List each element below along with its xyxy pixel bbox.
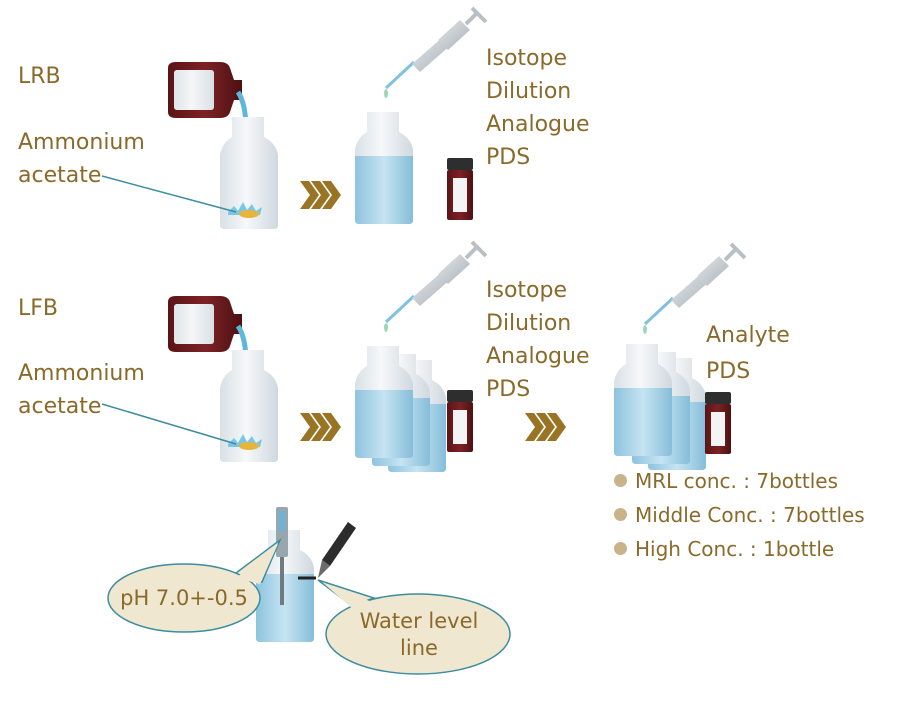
marker-pen-icon	[318, 522, 356, 578]
lfb-reagent-bottle-icon	[168, 296, 242, 352]
lfb-reagent-label-2: acetate	[18, 394, 102, 419]
analyte-bottle-group-icon	[614, 344, 706, 470]
lfb-salt	[239, 442, 259, 450]
bullet-icon	[614, 474, 627, 487]
lfb-reagent-leader	[101, 403, 237, 445]
lfb-spike-label-2: Dilution	[486, 311, 572, 336]
concentration-item: MRL conc. : 7bottles	[614, 469, 838, 493]
lrb-reagent-label-2: acetate	[18, 163, 102, 188]
lrb-label: LRB	[18, 64, 61, 89]
water-level-callout	[317, 579, 511, 675]
lrb-spike-label-3: Analogue	[486, 112, 590, 137]
lfb-arrow-chevrons-icon	[300, 413, 341, 441]
lfb-reagent-label-1: Ammonium	[18, 361, 145, 386]
ph-meter-icon	[276, 507, 288, 605]
lfb-bottle-group-icon	[355, 346, 446, 472]
lfb-label: LFB	[18, 296, 59, 321]
ph-callout	[107, 537, 282, 633]
lrb-spike-label-4: PDS	[486, 145, 531, 170]
lrb-reagent-label-1: Ammonium	[18, 130, 145, 155]
lrb-salt	[239, 210, 259, 218]
lrb-reagent-bottle-icon	[168, 62, 242, 118]
lrb-spiked-bottle-icon	[355, 112, 413, 224]
lrb-spike-label-1: Isotope	[486, 46, 567, 71]
lfb-spike-label-1: Isotope	[486, 278, 567, 303]
bullet-icon	[614, 508, 627, 521]
water-level-text-2: line	[400, 636, 438, 660]
lfb-vial-icon	[447, 390, 473, 452]
lrb-reagent-leader	[101, 175, 237, 213]
bullet-icon	[614, 542, 627, 555]
concentration-item: Middle Conc. : 7bottles	[614, 503, 865, 527]
ph-callout-text: pH 7.0+-0.5	[120, 586, 248, 610]
lfb-pipette-icon	[382, 240, 488, 334]
concentration-item: High Conc. : 1bottle	[614, 537, 834, 561]
lrb-vial-icon	[447, 158, 473, 220]
lrb-pipette-icon	[382, 6, 488, 100]
analyte-label-2: PDS	[706, 359, 751, 384]
lfb-spike-label-3: Analogue	[486, 344, 590, 369]
lfb-spike-label-4: PDS	[486, 377, 531, 402]
lrb-arrow-chevrons-icon	[300, 181, 341, 209]
analyte-label-1: Analyte	[706, 323, 790, 348]
lrb-spike-label-2: Dilution	[486, 79, 572, 104]
lfb-second-arrow-chevrons-icon	[525, 413, 566, 441]
analyte-vial-icon	[705, 392, 731, 454]
water-level-text-1: Water level	[359, 609, 479, 633]
